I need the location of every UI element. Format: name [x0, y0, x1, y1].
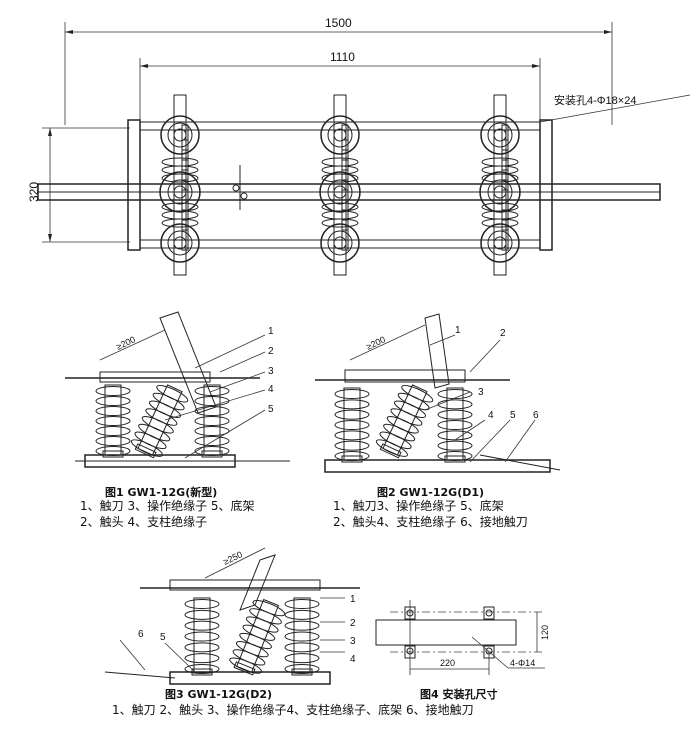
svg-text:2: 2	[268, 346, 274, 357]
svg-text:5: 5	[268, 404, 274, 415]
svg-text:4-Φ14: 4-Φ14	[510, 658, 535, 668]
operating-lever	[232, 165, 248, 210]
figure-4-mounting-holes: 220 120 4-Φ14	[375, 600, 550, 675]
insulator	[437, 387, 473, 463]
svg-text:4: 4	[488, 410, 494, 421]
figure-4-title: 图4 安装孔尺寸	[420, 688, 498, 701]
svg-text:≥200: ≥200	[115, 334, 137, 352]
insulator	[334, 387, 370, 463]
svg-text:1: 1	[268, 326, 274, 337]
pole-assembly	[319, 94, 361, 276]
dimension-pole-spacing: 1110	[139, 50, 541, 125]
figure-1-callouts: 1 2 3 4 5	[268, 326, 274, 415]
svg-text:3: 3	[268, 366, 274, 377]
figure-1-title: 图1 GW1-12G(新型)	[105, 486, 218, 499]
svg-text:4: 4	[268, 384, 274, 395]
svg-text:≥200: ≥200	[365, 334, 387, 352]
svg-text:120: 120	[540, 625, 550, 640]
svg-text:1110: 1110	[330, 50, 355, 64]
insulator	[130, 384, 189, 459]
svg-text:5: 5	[510, 410, 516, 421]
svg-text:6: 6	[138, 629, 144, 640]
mount-hole-note: 安装孔4-Φ18×24	[539, 93, 691, 123]
svg-text:1: 1	[455, 325, 461, 336]
svg-text:3: 3	[350, 636, 356, 647]
figure-2-title: 图2 GW1-12G(D1)	[377, 486, 485, 499]
pole-assembly	[479, 94, 521, 276]
figure-3-legend: 1、触刀 2、触头 3、操作绝缘子4、支柱绝缘子、底架 6、接地触刀	[112, 703, 474, 717]
insulator	[229, 598, 286, 676]
dimension-overall: 1500	[64, 16, 613, 125]
insulator	[184, 597, 220, 676]
insulator	[194, 384, 230, 458]
svg-text:5: 5	[160, 632, 166, 643]
svg-text:2: 2	[350, 618, 356, 629]
figure-1-legend-line-2: 2、触头 4、支柱绝缘子	[80, 515, 208, 529]
insulator	[375, 384, 434, 459]
figure-3-title: 图3 GW1-12G(D2)	[165, 688, 273, 701]
svg-text:1: 1	[350, 594, 356, 605]
svg-text:安装孔4-Φ18×24: 安装孔4-Φ18×24	[554, 93, 636, 107]
svg-text:220: 220	[440, 658, 455, 668]
figure-2-callouts: 1 2 3 4 5 6	[455, 325, 539, 421]
dimension-height: 320	[27, 127, 130, 243]
insulator	[284, 597, 320, 676]
svg-text:3: 3	[478, 387, 484, 398]
figure-1-legend-line-1: 1、触刀 3、操作绝缘子 5、底架	[80, 499, 255, 513]
base-frame	[37, 119, 661, 251]
figure-2-legend-line-1: 1、触刀3、操作绝缘子 5、底架	[333, 499, 504, 513]
svg-text:2: 2	[500, 328, 506, 339]
figure-2-drawing: ≥200	[315, 313, 561, 473]
figure-2-legend-line-2: 2、触头4、支柱绝缘子 6、接地触刀	[333, 515, 528, 529]
svg-text:4: 4	[350, 654, 356, 665]
insulator	[95, 384, 131, 458]
svg-text:1500: 1500	[325, 16, 352, 30]
figure-3-drawing: ≥250	[104, 547, 360, 685]
figure-1-drawing: ≥200	[65, 311, 290, 468]
pole-assemblies	[159, 94, 521, 276]
top-view: 1500 1110 320 安装孔4-Φ18×24	[27, 16, 691, 276]
svg-text:6: 6	[533, 410, 539, 421]
pole-assembly	[159, 94, 201, 276]
figure-3-callouts: 1 2 3 4 5 6	[138, 594, 356, 665]
